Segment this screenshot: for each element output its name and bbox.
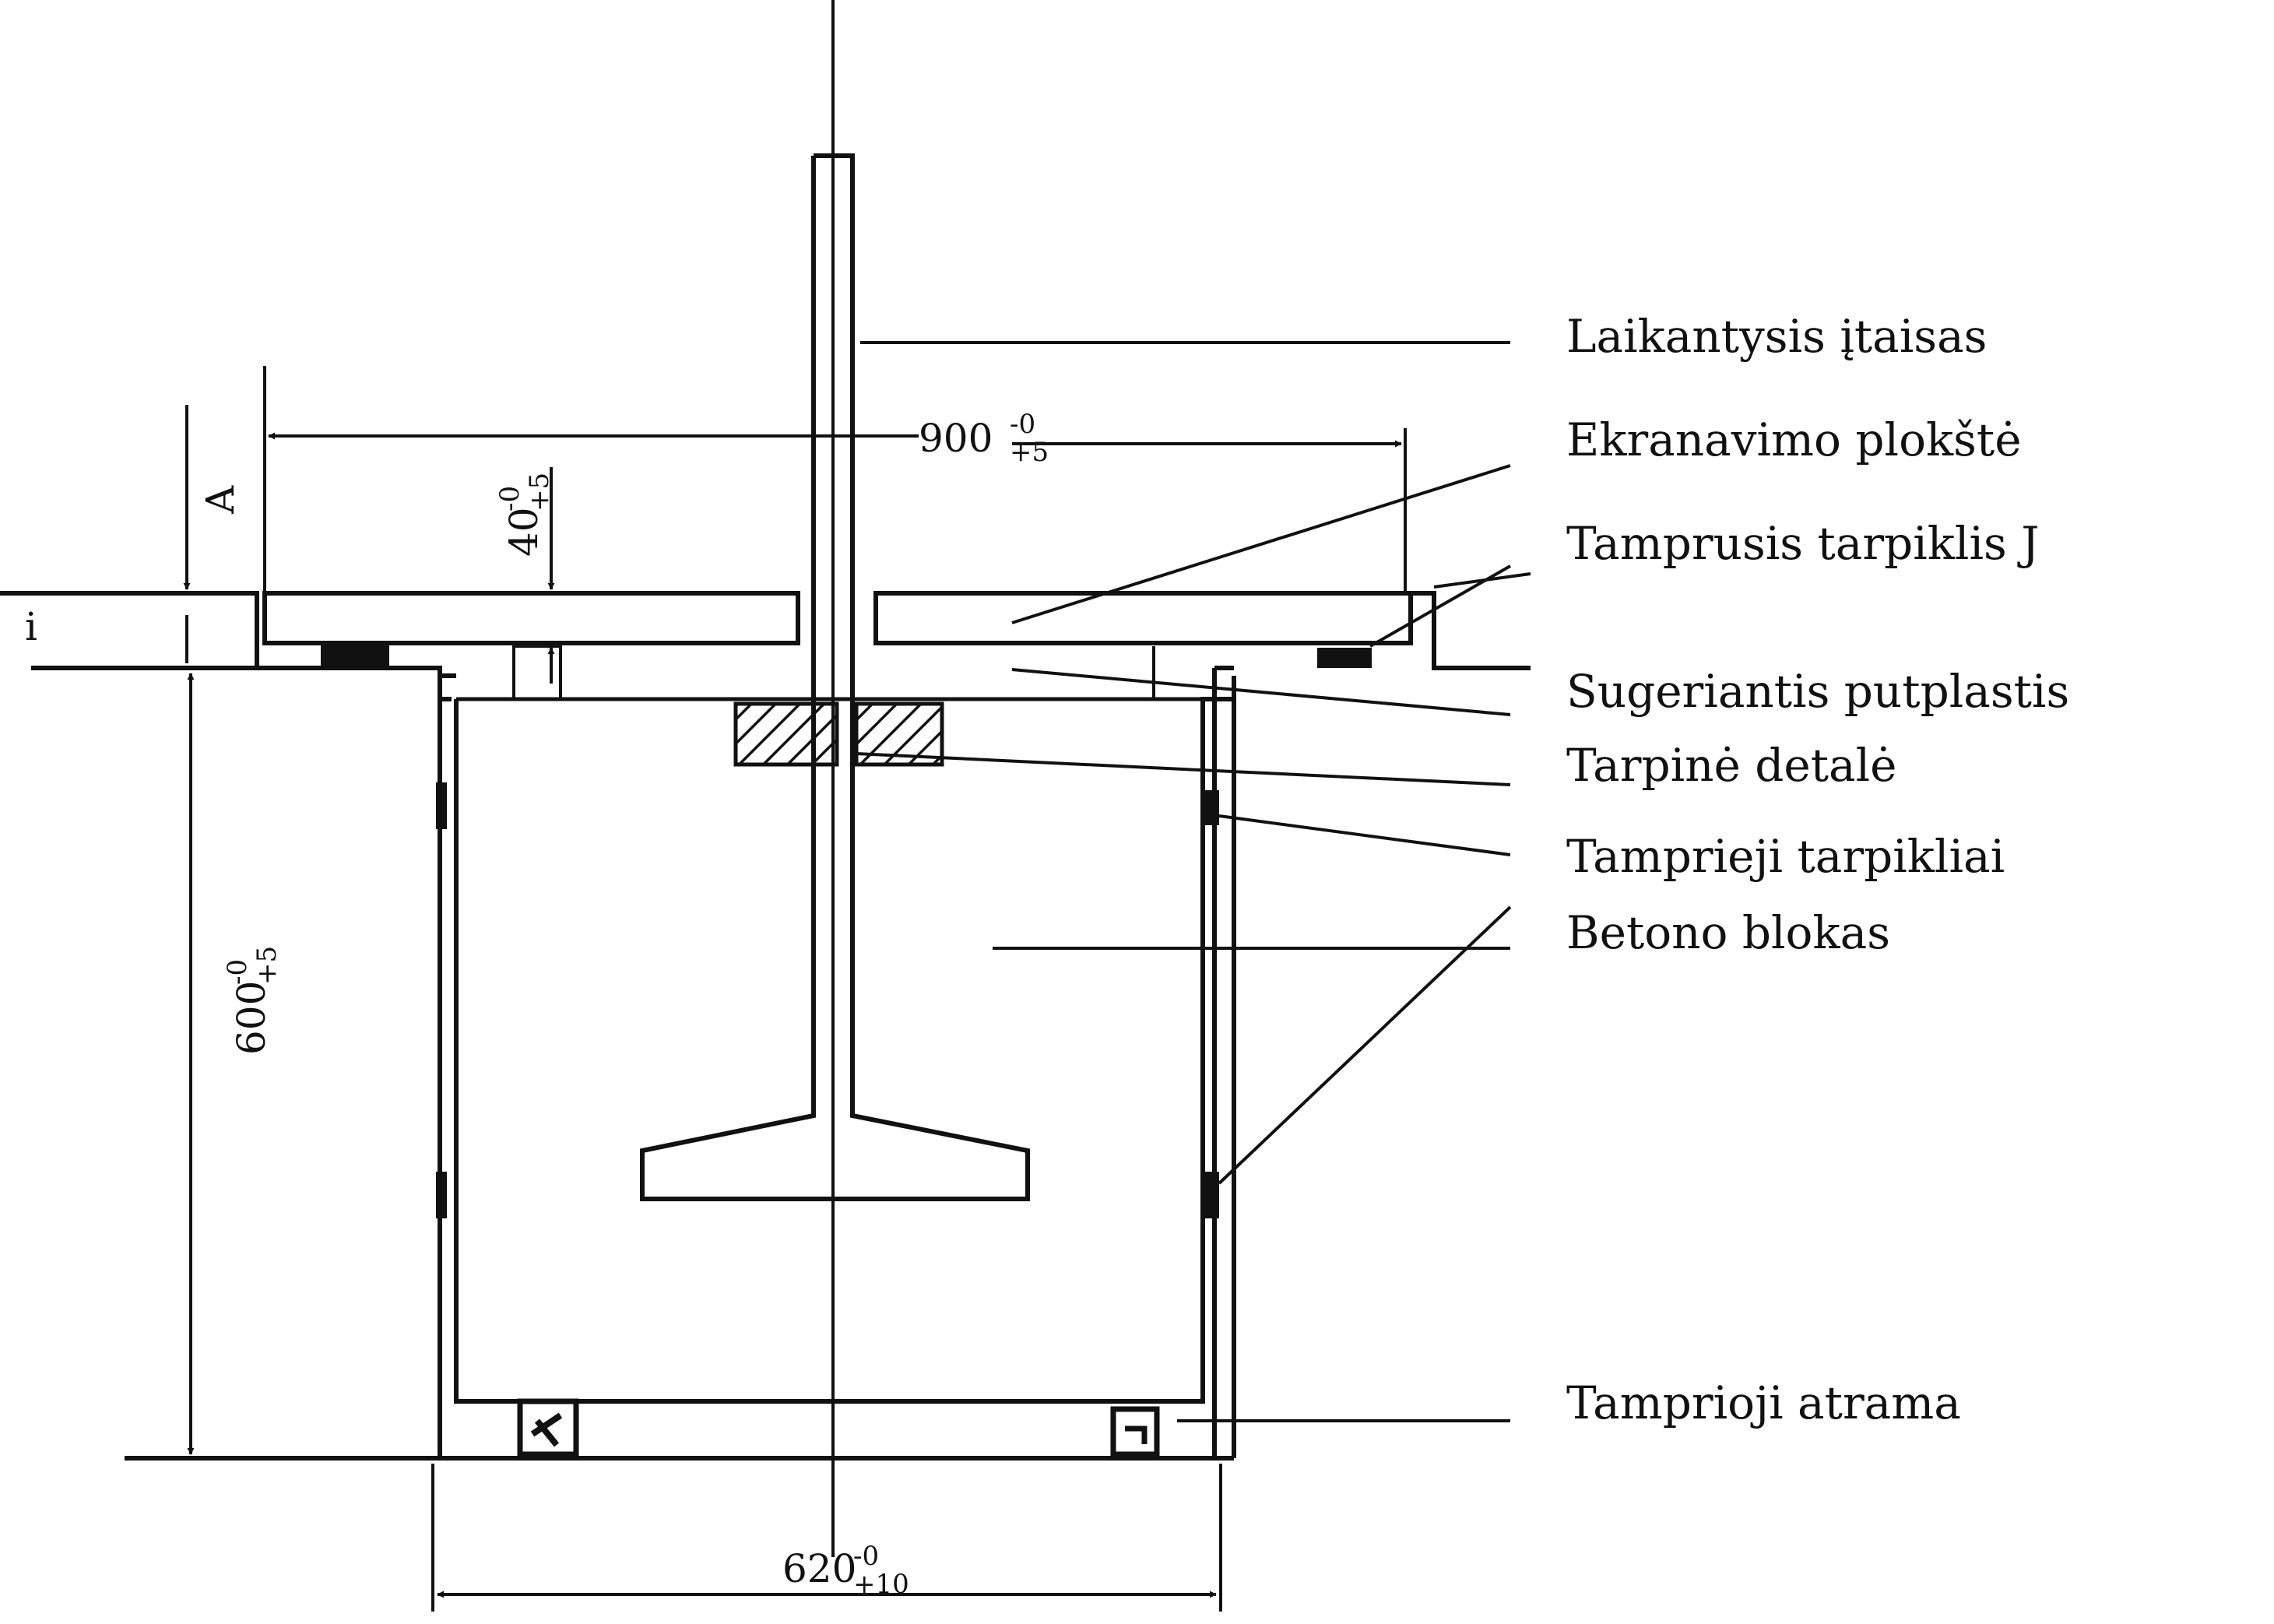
label-holding-device: Laikantysis įtaisas (1566, 310, 1987, 363)
label-elastic-seal-j: Tamprusis tarpiklis J (1566, 517, 2039, 570)
dim-width-top-sup: -0 (1010, 409, 1035, 440)
label-concrete-block: Betono blokas (1566, 906, 1890, 959)
elastic-supports (517, 1398, 1160, 1457)
dim-width-top-sub: +5 (1010, 437, 1049, 468)
dim-gap-sup: -0 (494, 486, 525, 511)
dim-width-top: 900 -0 +5 (919, 409, 1049, 468)
dim-gap-sub: +5 (524, 473, 555, 511)
dim-width-bottom: 620 -0 +10 (782, 1541, 909, 1600)
label-shielding-plate: Ekranavimo plokštė (1566, 413, 2022, 466)
dimension-lines (183, 366, 1407, 1612)
label-elastic-spacers: Tamprieji tarpikliai (1566, 830, 2005, 883)
leader-lines (856, 341, 1512, 1422)
marker-a: A (198, 485, 243, 515)
elastic-seals-j (321, 645, 1372, 668)
dim-width-bottom-sup: -0 (853, 1541, 879, 1572)
holding-device (640, 0, 1030, 1557)
label-intermediate-part: Tarpinė detalė (1566, 739, 1897, 792)
dim-height-sup: -0 (222, 959, 253, 985)
elastic-spacers (436, 782, 1219, 1218)
concrete-block (438, 666, 1236, 1458)
absorbing-foam (512, 645, 1155, 701)
shielding-plate (262, 572, 1531, 670)
dim-width-bottom-value: 620 (782, 1546, 856, 1591)
marker-i: i (25, 604, 37, 649)
dim-height-value: 600 (229, 981, 274, 1055)
dim-gap: 40 -0 +5 (494, 473, 555, 557)
label-elastic-support: Tamprioji atrama (1566, 1376, 1961, 1429)
label-absorbing-foam: Sugeriantis putplastis (1566, 665, 2069, 718)
dim-width-bottom-sub: +10 (853, 1569, 909, 1600)
dim-height-sub: +5 (251, 946, 283, 985)
dim-width-top-value: 900 (919, 416, 993, 461)
dim-gap-value: 40 (501, 507, 547, 557)
dim-height: 600 -0 +5 (222, 946, 283, 1055)
callout-labels: Laikantysis įtaisas Ekranavimo plokštė T… (1566, 310, 2069, 1429)
